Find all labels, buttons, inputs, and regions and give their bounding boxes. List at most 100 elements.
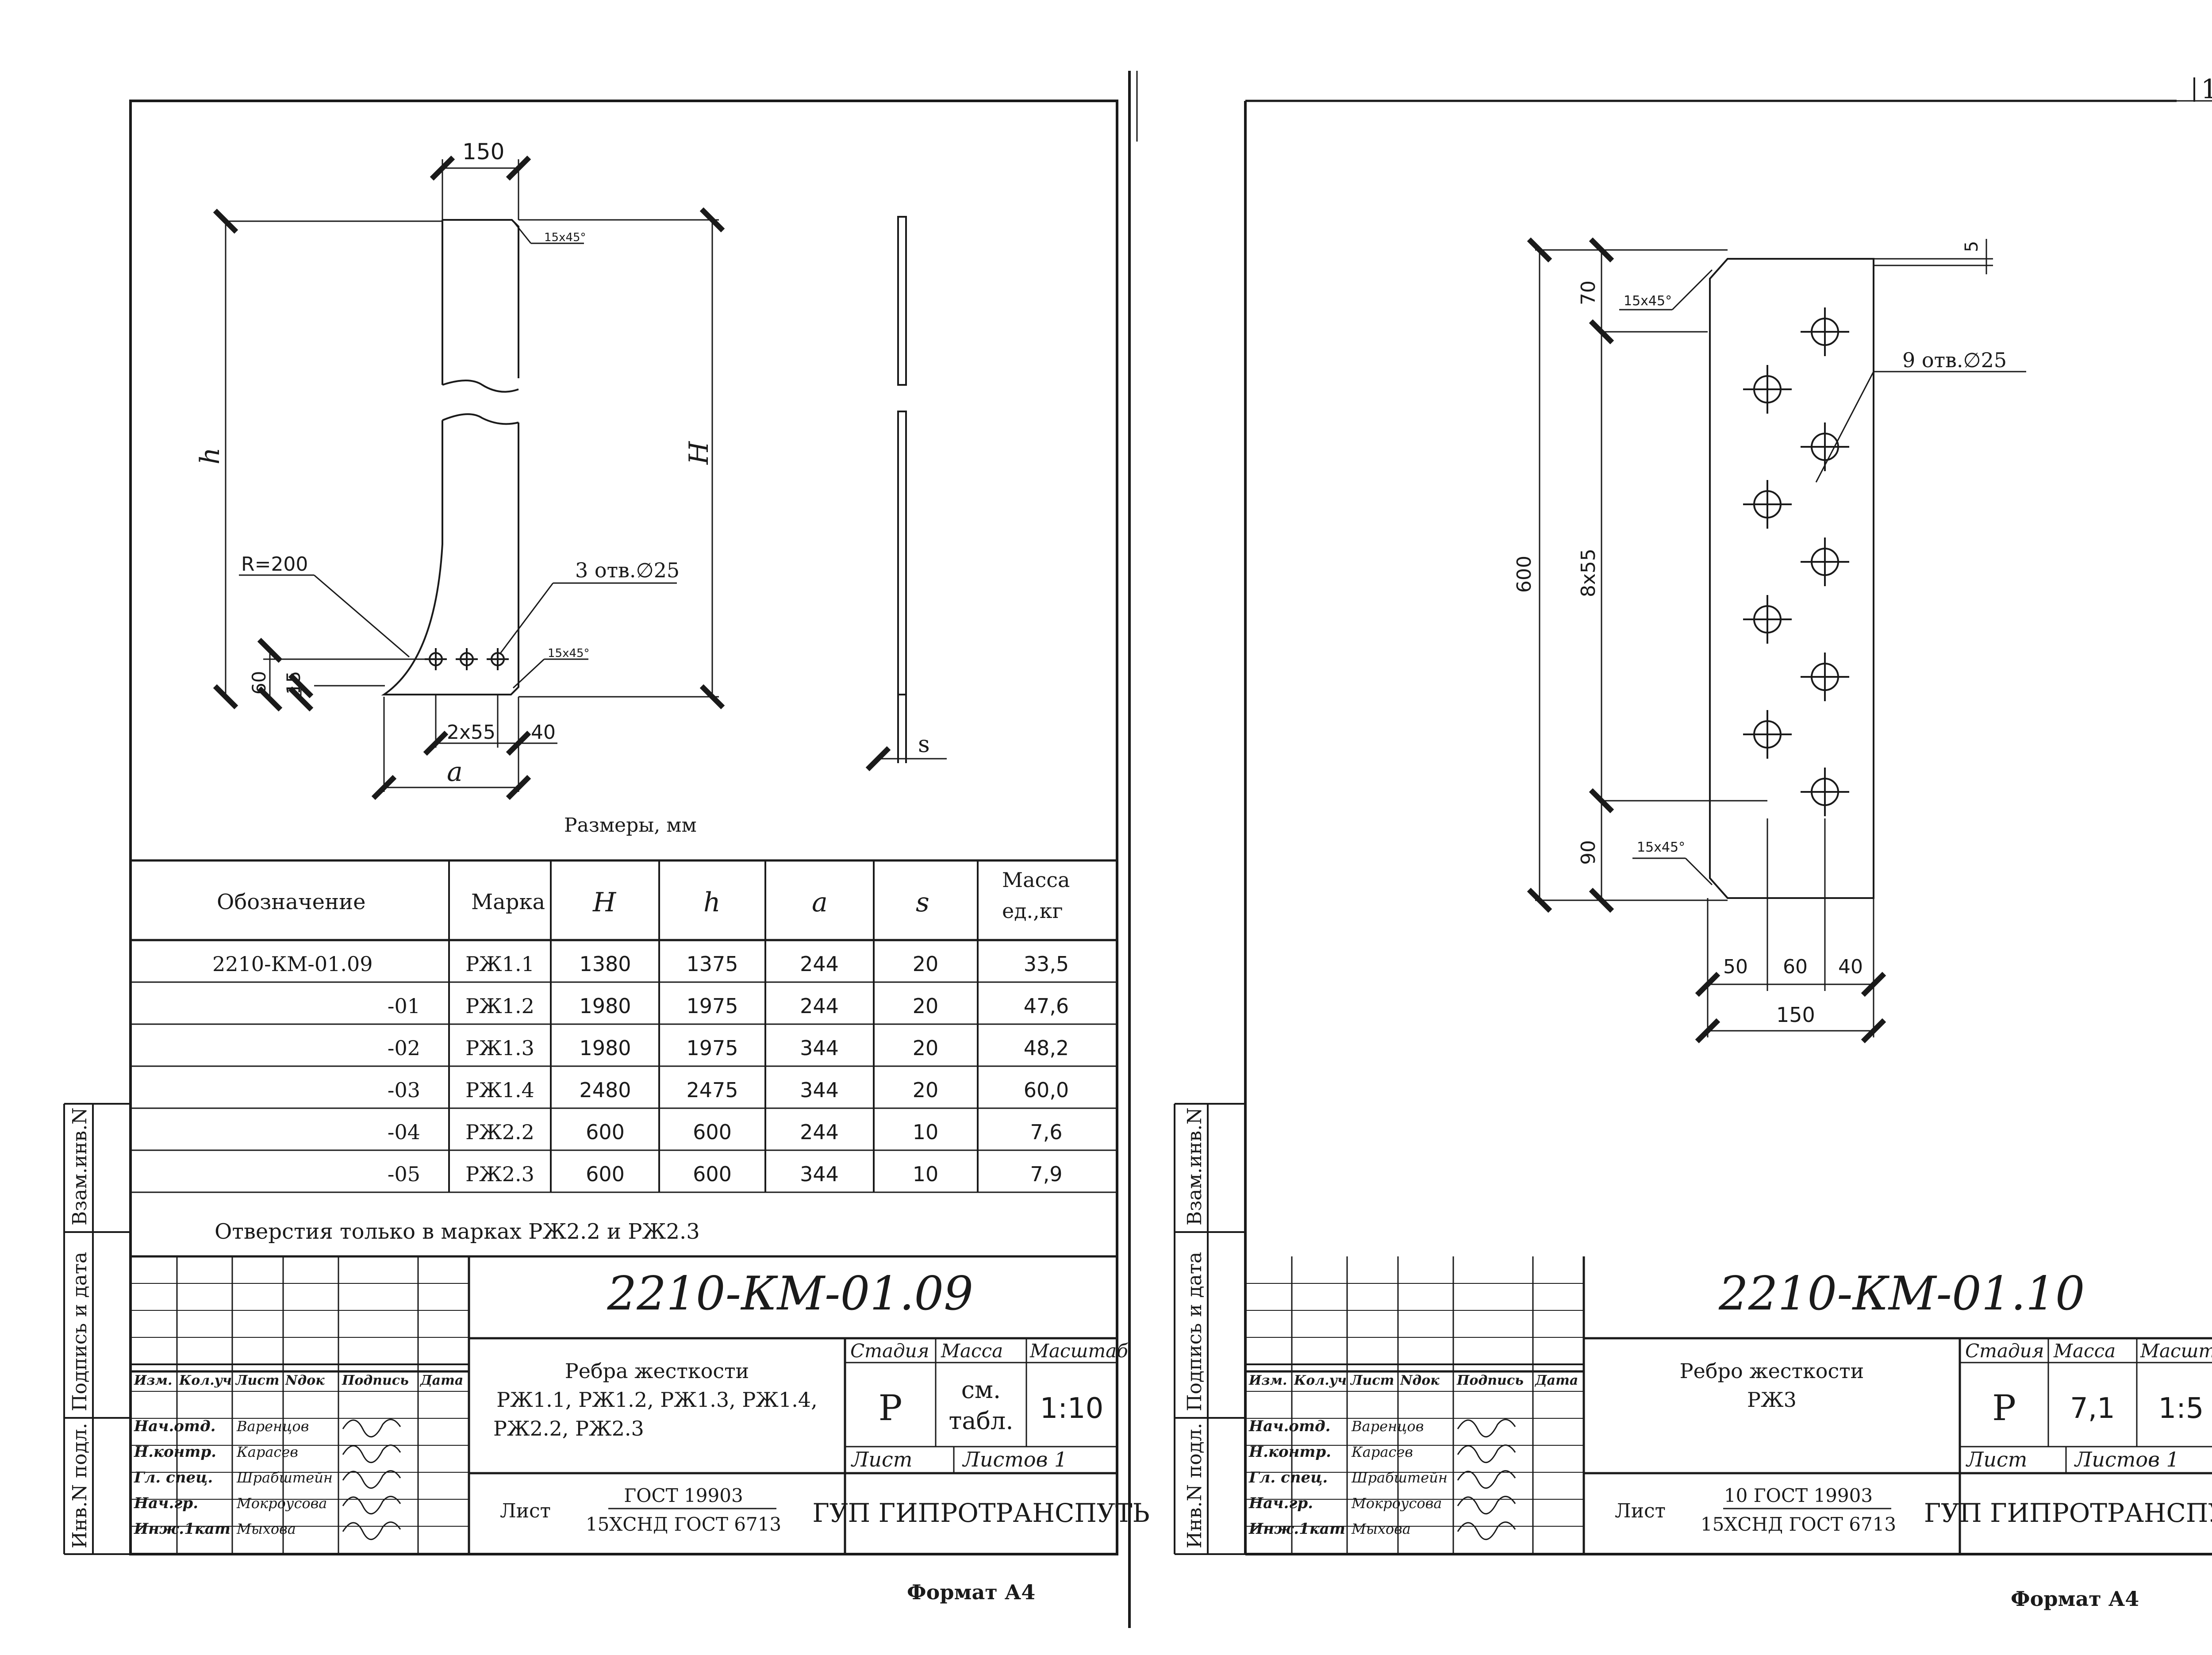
rib-elevation-1 [381,219,519,695]
stamp-header: Подпись [342,1373,409,1388]
stamp-name: Карасев [1351,1444,1413,1460]
stamp-header: Дата [419,1373,463,1388]
title-line-1: Ребра жесткости [565,1359,749,1383]
standard-2: 15ХСНД ГОСТ 6713 [1701,1513,1896,1535]
table-cell: 244 [800,994,839,1018]
dim-60: 60 [248,671,270,695]
a-label: a [447,756,463,787]
stamp-role: Нач.отд. [1248,1417,1330,1435]
table-cell: 1975 [686,1036,738,1060]
table-cell: РЖ2.2 [465,1120,534,1144]
side-label-vzam-2: Взам.инв.N [1183,1107,1206,1225]
signature [342,1444,401,1463]
sheets-label: Листов 1 [2074,1448,2179,1471]
side-strip-1: Взам.инв.N Подпись и дата Инв.N подл. [63,1103,131,1555]
dimension-labels-1: 150 15x45° 15x45° h H R=200 3 отв.∅25 60… [195,139,930,837]
table-cell: 600 [586,1120,625,1144]
dim-40-2: 40 [1838,956,1863,978]
chamfer-top-1: 15x45° [544,231,586,244]
table-cell: -04 [388,1120,420,1144]
stamp-role: Н.контр. [134,1443,216,1461]
table-cell: 20 [913,994,939,1018]
side-label-podp-2: Подпись и дата [1183,1252,1206,1411]
stamp-header: Лист [235,1373,279,1388]
stamp-header: Лист [1350,1373,1394,1388]
table-cell: -02 [388,1036,420,1060]
org-name: ГУП ГИПРОТРАНСПУТЬ [1924,1498,2212,1528]
table-cell: -05 [388,1162,420,1186]
list-label: Лист [500,1500,551,1522]
spec-table [131,859,1117,1193]
rib-rzh3 [1709,258,1874,899]
stage-value: Р [879,1387,902,1428]
table-cell: 10 [913,1162,939,1186]
table-cell: 244 [800,1120,839,1144]
stamp-role: Нач.отд. [134,1417,215,1435]
mass-label: Масса [2053,1340,2116,1362]
mass-value-2: табл. [949,1407,1013,1435]
table-cell: 600 [586,1162,625,1186]
stamp-header: Nдок [285,1373,325,1388]
stamp-header: Изм. [1248,1373,1287,1388]
stamp-name: Шрабштейн [236,1469,333,1486]
table-cell: РЖ1.1 [465,952,534,976]
sheets-label: Листов 1 [962,1448,1068,1471]
standard-1: ГОСТ 19903 [624,1485,743,1506]
dim-150: 150 [462,139,504,165]
stamp-name: Мыхова [1351,1521,1411,1537]
table-cell: 1980 [579,994,631,1018]
side-label-vzam: Взам.инв.N [69,1107,91,1225]
th-s: s [916,887,929,918]
mass-label: Масса [941,1340,1003,1362]
stamp-header: Дата [1534,1373,1578,1388]
stamp-header: Изм. [134,1373,172,1388]
signature [342,1496,401,1515]
table-cell: 20 [913,1036,939,1060]
dimension-labels-2: 5 70 15x45° 9 отв.∅25 600 8x55 90 15x45°… [1513,241,2007,1027]
th-mass-2: ед.,кг [1002,899,1063,923]
units-note: Размеры, мм [564,814,697,837]
stage-label: Стадия [850,1340,929,1362]
title-line-3: РЖ2.2, РЖ2.3 [493,1417,644,1440]
scale-value: 1:10 [1040,1392,1104,1425]
table-cell: 2210-КМ-01.09 [212,952,373,976]
stamp-name: Варенцов [236,1418,309,1435]
table-cell: 1975 [686,994,738,1018]
table-cell: 7,6 [1030,1120,1062,1144]
signature [1457,1470,1516,1489]
stamp-role: Н.контр. [1248,1443,1331,1461]
table-cell: 7,9 [1030,1162,1062,1186]
table-cell: 244 [800,952,839,976]
table-cell: 1380 [579,952,631,976]
table-cell: -01 [388,994,420,1018]
stage-label: Стадия [1965,1340,2044,1362]
signature [1457,1496,1516,1515]
side-label-podp: Подпись и дата [69,1252,91,1411]
table-cell: РЖ2.3 [465,1162,534,1186]
dim-8x55: 8x55 [1577,549,1600,597]
dim-70: 70 [1577,280,1600,305]
stamp-role: Гл. спец. [134,1469,213,1486]
title-line-2: РЖ1.1, РЖ1.2, РЖ1.3, РЖ1.4, [496,1388,818,1412]
side-label-inv-2: Инв.N подл. [1183,1423,1206,1548]
mass-value-1: см. [961,1376,1001,1404]
scale-label: Масштаб [1029,1340,1128,1362]
dim-40: 40 [531,721,556,744]
dim-5: 5 [1962,241,1982,252]
side-label-inv: Инв.N подл. [69,1423,91,1548]
H-label: H [684,441,714,465]
stamp-name: Варенцов [1351,1418,1424,1435]
th-mass-1: Масса [1002,868,1070,892]
table-cell: 600 [693,1120,732,1144]
table-cell: 47,6 [1024,994,1069,1018]
scale-label: Масштаб [2140,1340,2212,1362]
table-cell: 10 [913,1120,939,1144]
table-cell: РЖ1.3 [465,1036,534,1060]
dimensions-1 [213,155,725,800]
drawing-code: 2210-КМ-01.10 [1718,1267,2085,1321]
rib-side-view-1 [865,216,947,772]
stamp-role: Нач.гр. [134,1494,198,1512]
spec-table-header: Обозначение Марка H h a s Масса ед.,кг [217,868,1070,923]
